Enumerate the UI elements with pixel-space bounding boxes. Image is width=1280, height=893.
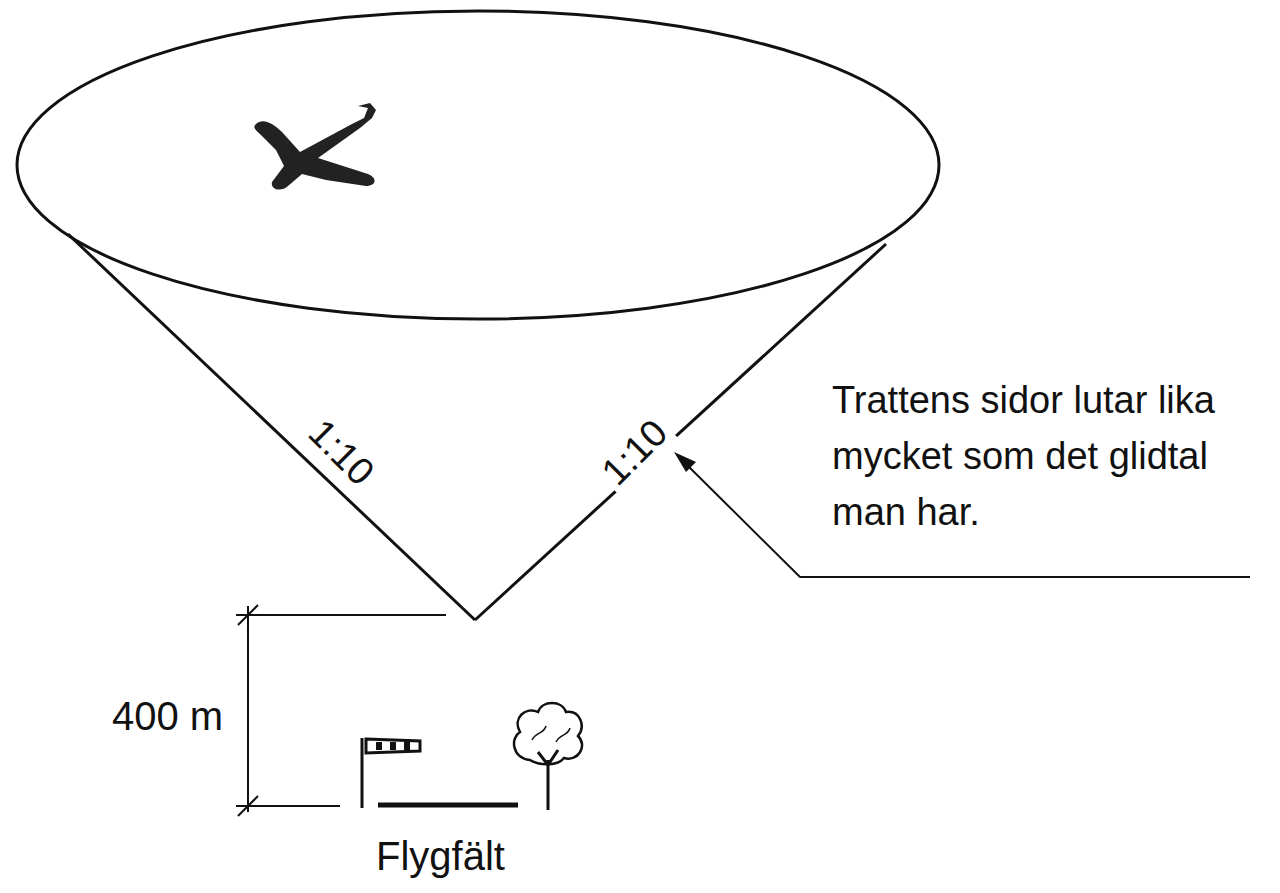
runway (378, 803, 518, 808)
windsock-pole (361, 738, 364, 808)
funnel-rim (17, 11, 939, 319)
dimension-label: 400 m (112, 692, 223, 740)
place-label: Flygfält (376, 832, 505, 880)
slope-ratio: 1:10 (590, 408, 680, 498)
extension-line (236, 805, 340, 807)
extension-line (236, 614, 446, 616)
glider-silhouette (254, 103, 376, 189)
slope-ratio: 1:10 (296, 408, 386, 498)
dimension-tick (238, 605, 258, 625)
funnel-side (475, 244, 886, 620)
tree-crown (514, 703, 582, 764)
tree-detail (532, 726, 570, 742)
dimension-tick (238, 796, 258, 816)
callout-note: Trattens sidor lutar lika mycket som det… (832, 372, 1262, 540)
windsock (366, 739, 420, 753)
dimension-line (247, 606, 249, 812)
funnel-side (68, 234, 475, 620)
leader-arrowhead (674, 452, 696, 472)
tree-trunk (538, 750, 558, 810)
windsock-stripes (376, 742, 410, 750)
